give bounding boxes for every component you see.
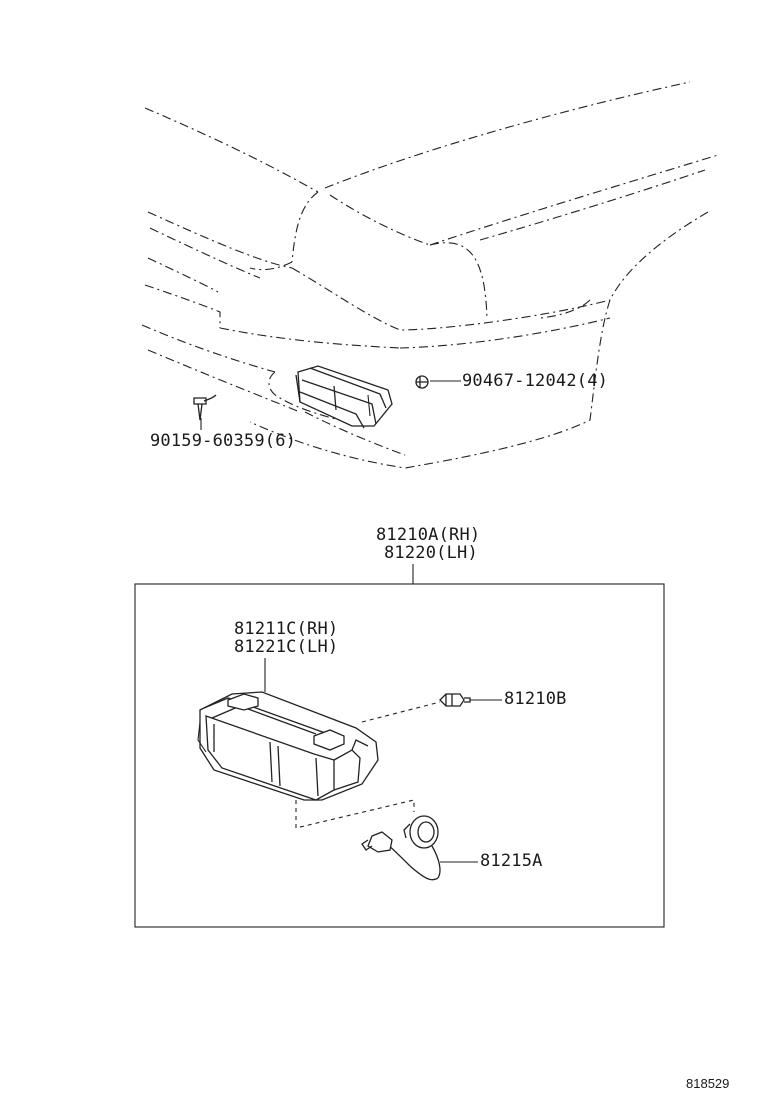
socket-part-label: 81215A [480,851,543,871]
lens-lh-label: 81221C(LH) [234,637,339,657]
screw-part-label: 90159-60359(6) [150,432,296,450]
lamp-assy-lh-label: 81220(LH) [384,543,478,563]
diagram-reference-number: 818529 [686,1076,730,1091]
nut-part-qty: (4) [576,371,609,391]
screw-part-qty: (6) [264,431,297,451]
lens-rh-label: 81211C(RH) [234,619,339,639]
nut-part-number: 90467-12042 [462,371,577,391]
assembly-detail-frame [134,583,665,928]
clip-nut-icon [415,375,429,389]
fog-lamp-installed [295,365,393,429]
lamp-assy-rh-label: 81210A(RH) [376,525,481,545]
car-body-outline [141,81,719,469]
screw-icon [193,394,217,421]
nut-part-label: 90467-12042(4) [462,372,608,390]
screw-part-number: 90159-60359 [150,431,265,451]
socket-wire-icon [361,815,441,881]
fog-lamp-detail-drawing [197,691,379,801]
bulb-part-label: 81210B [504,689,567,709]
bulb-icon [439,693,471,707]
